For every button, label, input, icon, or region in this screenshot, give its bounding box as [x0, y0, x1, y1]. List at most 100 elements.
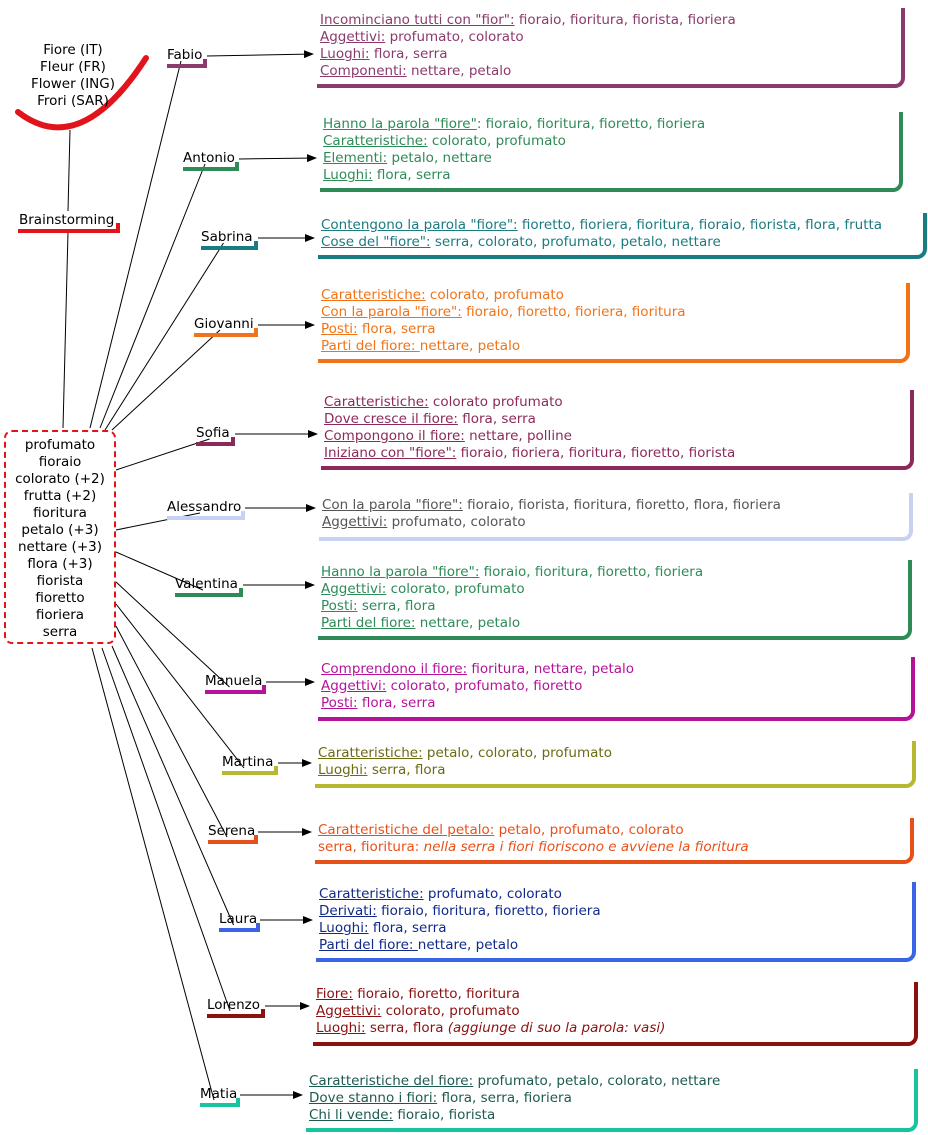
card-row-key: Caratteristiche: — [323, 133, 428, 149]
person-name-text: Giovanni — [194, 316, 254, 332]
person-card-alessandro: Con la parola "fiore": fioraio, fiorista… — [319, 493, 913, 541]
card-row: Caratteristiche del fiore: profumato, pe… — [309, 1073, 914, 1090]
language-fr: Fleur (FR) — [40, 59, 106, 75]
card-row-value: flora, serra — [357, 695, 436, 711]
card-row-value: nettare, petalo — [415, 615, 521, 631]
word-item: fioritura — [33, 505, 87, 521]
card-row: Aggettivi: profumato, colorato — [320, 29, 901, 46]
card-row-value: : fioraio, fioritura, fioretto, fioriera — [476, 116, 706, 132]
card-row: Posti: flora, serra — [321, 321, 906, 338]
card-row-value: fioraio, fioritura, fioretto, fioriera — [376, 903, 601, 919]
card-row-value: fioraio, fioritura, fiorista, fioriera — [514, 12, 736, 28]
word-item: fiorista — [36, 573, 84, 589]
card-row: Luoghi: flora, serra — [319, 920, 912, 937]
person-card-serena: Caratteristiche del petalo: petalo, prof… — [315, 818, 914, 864]
card-row: Caratteristiche: colorato profumato — [324, 394, 910, 411]
card-row-key: Luoghi: — [323, 167, 373, 183]
card-row: serra, fioritura: nella serra i fiori fi… — [318, 839, 910, 856]
card-row-value: petalo, profumato, colorato — [494, 822, 684, 838]
person-name-serena: Serena — [208, 823, 258, 844]
card-row-key: Caratteristiche del petalo: — [318, 822, 495, 838]
person-name-alessandro: Alessandro — [167, 499, 245, 520]
card-row-value: colorato, profumato — [386, 581, 525, 597]
card-row-value: serra, fioritura: — [318, 839, 424, 855]
card-row-key: Parti del fiore: — [321, 615, 416, 631]
person-card-sabrina: Contengono la parola "fiore": fioretto, … — [318, 213, 927, 259]
person-card-martina: Caratteristiche: petalo, colorato, profu… — [315, 741, 916, 788]
person-name-valentina: Valentina — [175, 576, 243, 597]
person-name-text: Valentina — [175, 576, 238, 592]
person-name-text: Antonio — [183, 150, 235, 166]
card-row: Derivati: fioraio, fioritura, fioretto, … — [319, 903, 912, 920]
card-row: Aggettivi: profumato, colorato — [322, 514, 909, 531]
card-row: Luoghi: flora, serra — [323, 167, 899, 184]
card-row-value: colorato, profumato, fioretto — [386, 678, 583, 694]
person-name-text: Laura — [219, 911, 258, 927]
arrow-fabio — [206, 50, 314, 59]
language-it: Fiore (IT) — [43, 42, 103, 58]
card-row: Caratteristiche: profumato, colorato — [319, 886, 912, 903]
word-list-box: profumato fioraio colorato (+2) frutta (… — [4, 430, 116, 644]
branch-line-laura — [111, 645, 234, 926]
card-row: Caratteristiche: colorato, profumato — [323, 133, 899, 150]
card-row: Con la parola "fiore": fioraio, fioretto… — [321, 304, 906, 321]
card-row-key: Caratteristiche: — [324, 394, 429, 410]
card-row: Elementi: petalo, nettare — [323, 150, 899, 167]
card-row-value: colorato, profumato — [425, 287, 564, 303]
card-row-key: Caratteristiche: — [318, 745, 423, 761]
branch-line-matia — [91, 647, 215, 1101]
word-item: petalo (+3) — [21, 522, 99, 538]
branch-line-sabrina — [104, 242, 224, 431]
person-card-valentina: Hanno la parola "fiore": fioraio, fiorit… — [318, 560, 912, 640]
card-row-key: Dove stanno i fiori: — [309, 1090, 438, 1106]
card-row-value: serra, flora — [367, 762, 446, 778]
card-row-key: Elementi: — [323, 150, 388, 166]
card-row-key: Posti: — [321, 695, 358, 711]
word-item: fioraio — [38, 454, 82, 470]
card-row-value: nettare, petalo — [419, 338, 521, 354]
person-name-text: Fabio — [167, 47, 203, 63]
person-card-manuela: Comprendono il fiore: fioritura, nettare… — [318, 657, 915, 721]
card-row: Parti del fiore: nettare, petalo — [319, 937, 912, 954]
person-name-matia: Matia — [200, 1086, 240, 1107]
card-row-key: Cose del "fiore": — [321, 234, 431, 250]
card-row: Fiore: fioraio, fioretto, fioritura — [316, 986, 914, 1003]
branch-line-alessandro — [115, 512, 201, 531]
person-name-text: Serena — [208, 823, 256, 839]
card-row-key: Comprendono il fiore: — [321, 661, 468, 677]
person-name-giovanni: Giovanni — [194, 316, 258, 337]
branch-line-antonio — [99, 163, 206, 429]
card-row-key: Caratteristiche: — [319, 886, 424, 902]
card-row: Posti: serra, flora — [321, 598, 908, 615]
branch-line-manuela — [115, 581, 230, 688]
card-row-key: Luoghi: — [319, 920, 369, 936]
person-name-martina: Martina — [222, 754, 278, 775]
branch-line-lorenzo — [101, 647, 231, 1012]
person-name-manuela: Manuela — [205, 673, 266, 694]
word-item: fioriera — [35, 607, 85, 623]
card-row-value: flora, serra — [369, 46, 448, 62]
card-row-key: Parti del fiore: — [319, 937, 418, 953]
card-row-key: Con la parola "fiore": — [322, 497, 463, 513]
card-row: Hanno la parola "fiore": fioraio, fiorit… — [321, 564, 908, 581]
person-name-text: Sofia — [196, 425, 230, 441]
languages-arc — [15, 55, 149, 131]
card-row-value: fioraio, fiorista, fioritura, fioretto, … — [462, 497, 781, 513]
card-row-value: petalo, colorato, profumato — [422, 745, 612, 761]
card-row: Chi li vende: fioraio, fiorista — [309, 1107, 914, 1124]
word-item: fioretto — [35, 590, 85, 606]
card-row: Aggettivi: colorato, profumato — [321, 581, 908, 598]
card-row: Luoghi: serra, flora — [318, 762, 912, 779]
card-row-key: Parti del fiore: — [321, 338, 420, 354]
card-row-key: Caratteristiche del fiore: — [309, 1073, 474, 1089]
card-row-value: colorato, profumato — [427, 133, 566, 149]
card-row-value: colorato profumato — [428, 394, 563, 410]
card-row-value: nettare, petalo — [417, 937, 519, 953]
card-row-value: serra, flora — [357, 598, 436, 614]
card-row-key: Aggettivi: — [321, 581, 387, 597]
card-row-value: petalo, nettare — [387, 150, 492, 166]
person-name-fabio: Fabio — [167, 47, 207, 68]
